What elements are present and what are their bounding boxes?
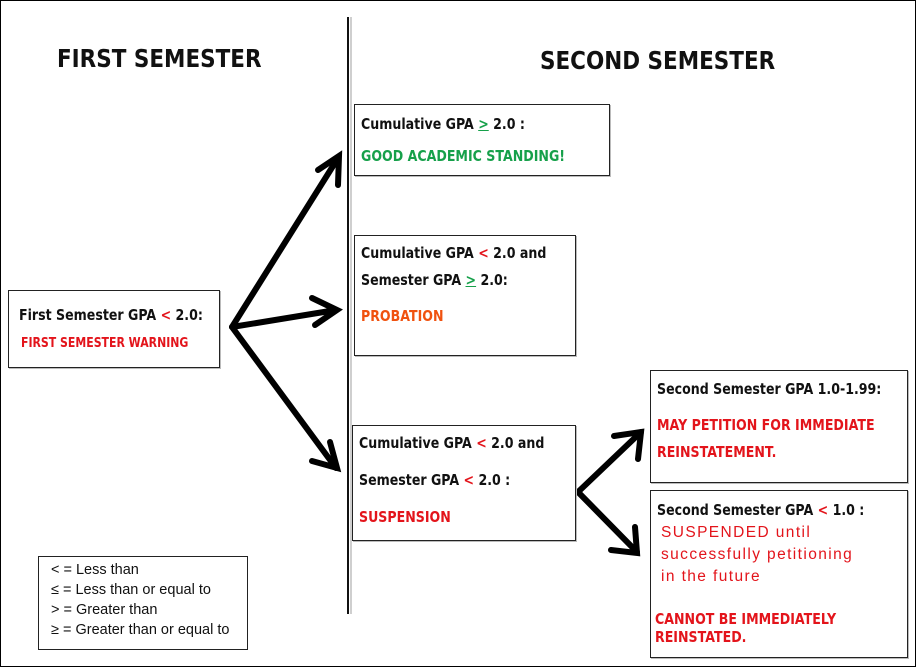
operator-greater-equal: > [478, 115, 489, 133]
node-first-semester: First Semester GPA < 2.0: FIRST SEMESTER… [8, 290, 220, 368]
condition-text: Cumulative GPA [361, 115, 479, 133]
condition-value: 2.0 and [488, 244, 547, 262]
arrow-to-good-standing [229, 150, 343, 330]
arrow-to-petition [575, 428, 645, 495]
node-probation: Cumulative GPA < 2.0 and Semester GPA > … [354, 235, 576, 356]
petition-outcome-line1: MAY PETITION FOR IMMEDIATE [657, 416, 875, 434]
symbol-legend: < = Less than ≤ = Less than or equal to … [38, 556, 248, 650]
semester-divider [347, 17, 349, 614]
node-petition: Second Semester GPA 1.0-1.99: MAY PETITI… [650, 370, 908, 483]
operator-greater-equal: > [465, 271, 477, 289]
condition-text: Semester GPA [359, 471, 464, 489]
node-suspension: Cumulative GPA < 2.0 and Semester GPA < … [352, 425, 576, 541]
petition-outcome-line2: REINSTATEMENT. [657, 443, 777, 461]
suspension-outcome: SUSPENSION [359, 508, 451, 526]
first-semester-condition: First Semester GPA < 2.0: [19, 306, 203, 324]
heading-first-semester: FIRST SEMESTER [57, 44, 262, 73]
probation-outcome: PROBATION [361, 307, 444, 325]
suspended-outcome-line1: CANNOT BE IMMEDIATELY [655, 610, 837, 628]
first-semester-outcome: FIRST SEMESTER WARNING [21, 336, 189, 351]
condition-text: Cumulative GPA [359, 434, 477, 452]
suspension-condition-line1: Cumulative GPA < 2.0 and [359, 434, 544, 452]
condition-value: 2.0 : [488, 115, 525, 133]
operator-less-than: < [463, 471, 475, 489]
arrow-to-suspension [229, 324, 342, 473]
suspension-condition-line2: Semester GPA < 2.0 : [359, 471, 510, 489]
suspended-note-line: in the future [661, 568, 762, 585]
legend-item: < = Less than [51, 562, 139, 578]
probation-condition-line2: Semester GPA > 2.0: [361, 271, 508, 289]
petition-condition: Second Semester GPA 1.0-1.99: [657, 380, 882, 398]
condition-text: Semester GPA [361, 271, 466, 289]
legend-item: ≤ = Less than or equal to [51, 582, 211, 598]
arrow-to-probation [229, 295, 343, 330]
condition-text: Second Semester GPA [657, 501, 818, 519]
suspended-condition: Second Semester GPA < 1.0 : [657, 501, 864, 519]
operator-less-than: < [478, 244, 489, 262]
condition-value: 2.0 : [474, 471, 511, 489]
probation-condition-line1: Cumulative GPA < 2.0 and [361, 244, 546, 262]
condition-value: 1.0 : [828, 501, 865, 519]
node-suspended: Second Semester GPA < 1.0 : SUSPENDED un… [650, 490, 908, 658]
condition-text: First Semester GPA [19, 306, 161, 324]
condition-text: Cumulative GPA [361, 244, 479, 262]
condition-value: 2.0: [171, 306, 203, 324]
node-good-standing: Cumulative GPA > 2.0 : GOOD ACADEMIC STA… [354, 104, 610, 176]
legend-item: > = Greater than [51, 602, 158, 618]
suspended-outcome-line2: REINSTATED. [655, 628, 747, 646]
condition-value: 2.0 and [486, 434, 545, 452]
heading-second-semester: SECOND SEMESTER [540, 46, 776, 75]
operator-less-than: < [817, 501, 829, 519]
operator-less-than: < [160, 306, 172, 324]
condition-value: 2.0: [476, 271, 508, 289]
operator-less-than: < [476, 434, 487, 452]
suspended-note-line: successfully petitioning [661, 546, 854, 563]
suspended-note: SUSPENDED until successfully petitioning… [661, 522, 853, 588]
good-standing-condition: Cumulative GPA > 2.0 : [361, 115, 525, 133]
arrow-to-suspended [575, 489, 641, 557]
good-standing-outcome: GOOD ACADEMIC STANDING! [361, 147, 566, 165]
suspended-note-line: SUSPENDED until [661, 524, 812, 541]
legend-item: ≥ = Greater than or equal to [51, 622, 230, 638]
